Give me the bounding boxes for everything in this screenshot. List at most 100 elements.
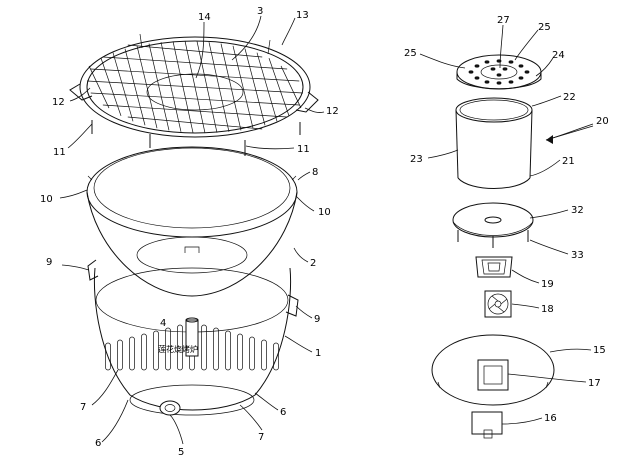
label-2: 2 (310, 258, 316, 269)
vent-slot (237, 333, 243, 371)
label-18: 18 (541, 304, 554, 315)
base-body: 莲花烧烤炉 (87, 259, 299, 416)
label-23: 23 (410, 154, 423, 165)
grate-bar (196, 41, 218, 133)
base-plate (431, 334, 555, 406)
label-12-left: 12 (52, 97, 65, 108)
cap-hole (474, 76, 480, 80)
label-8: 8 (312, 167, 318, 178)
grate-bar (90, 68, 300, 82)
label-11-right: 11 (297, 144, 310, 155)
label-7-right: 7 (258, 432, 264, 443)
grate-bar (172, 41, 194, 133)
label-20: 20 (596, 116, 609, 127)
label-25-right: 25 (538, 22, 551, 33)
grate-bar (102, 56, 288, 70)
grate-bar (232, 45, 254, 129)
grate-bar (136, 45, 158, 129)
cap-hole (474, 64, 480, 68)
grate-bar (160, 42, 182, 132)
cap-hole (484, 60, 490, 64)
vent-slot (105, 342, 111, 371)
label-6-left: 6 (95, 438, 101, 449)
label-11-left: 11 (53, 147, 66, 158)
label-10-right: 10 (318, 207, 331, 218)
switch-module (471, 411, 503, 439)
cap-hole (524, 70, 530, 74)
label-12-right: 12 (326, 106, 339, 117)
grate-bar (208, 42, 230, 132)
grate-bar (244, 48, 266, 126)
vent-slot (129, 336, 135, 371)
label-6-right: 6 (280, 407, 286, 418)
grate-bar (124, 48, 146, 126)
grate-bar (102, 104, 288, 118)
grate-bar (220, 43, 242, 131)
cap-hole (502, 67, 508, 71)
grate-bar (256, 52, 278, 122)
grate-bar (280, 65, 302, 109)
cap-hole (468, 70, 474, 74)
label-17: 17 (588, 378, 601, 389)
label-16: 16 (544, 413, 557, 424)
cap-hole (508, 80, 514, 84)
base-marking: 莲花烧烤炉 (158, 344, 198, 354)
charcoal-cylinder (455, 97, 533, 189)
cap-hole (508, 60, 514, 64)
label-13: 13 (296, 10, 309, 21)
label-4: 4 (160, 318, 166, 329)
cap-hole (518, 76, 524, 80)
label-9-right: 9 (314, 314, 320, 325)
vent-slot (249, 336, 255, 371)
label-22: 22 (563, 92, 576, 103)
label-10-left: 10 (40, 194, 53, 205)
grate-bar (86, 80, 304, 94)
label-15: 15 (593, 345, 606, 356)
cap-hole (484, 80, 490, 84)
label-14: 14 (198, 12, 211, 23)
label-19: 19 (541, 279, 554, 290)
vent-slot (177, 324, 183, 371)
grate-bar (127, 116, 263, 130)
grate-bar (88, 65, 110, 109)
grate-bar (90, 92, 300, 106)
fan (484, 290, 512, 318)
vent-slot (213, 327, 219, 371)
vent-slot (165, 327, 171, 371)
vent-slot (225, 330, 231, 371)
label-1: 1 (315, 348, 321, 359)
grate-bar (112, 52, 134, 122)
grate-bar (127, 44, 263, 58)
grate-bar (100, 57, 122, 117)
vent-slot (153, 330, 159, 371)
grate-bar (148, 43, 170, 131)
grate-bar (268, 57, 290, 117)
label-5: 5 (178, 447, 184, 458)
label-27: 27 (497, 15, 510, 26)
cap-hole (496, 81, 502, 85)
label-24: 24 (552, 50, 565, 61)
cap-hole (518, 64, 524, 68)
label-3: 3 (257, 6, 263, 17)
vent-slot (201, 324, 207, 371)
inner-bowl (86, 146, 298, 297)
label-33: 33 (571, 250, 584, 261)
label-32: 32 (571, 205, 584, 216)
grill-grate (69, 33, 319, 156)
label-9-left: 9 (46, 257, 52, 268)
cap-hole (496, 73, 502, 77)
top-cap (456, 54, 542, 90)
leader-lines (59, 15, 594, 445)
vent-slot (273, 342, 279, 371)
battery-box (475, 256, 513, 278)
cap-hole (490, 67, 496, 71)
vent-slot (117, 339, 123, 371)
cap-hole (496, 59, 502, 63)
vent-slot (261, 339, 267, 371)
label-7-left: 7 (80, 402, 86, 413)
part-labels: 14 3 13 12 12 11 11 8 10 10 2 9 9 4 1 7 … (40, 6, 609, 458)
label-21: 21 (562, 156, 575, 167)
vent-slot (141, 333, 147, 371)
support-plate (452, 202, 534, 248)
